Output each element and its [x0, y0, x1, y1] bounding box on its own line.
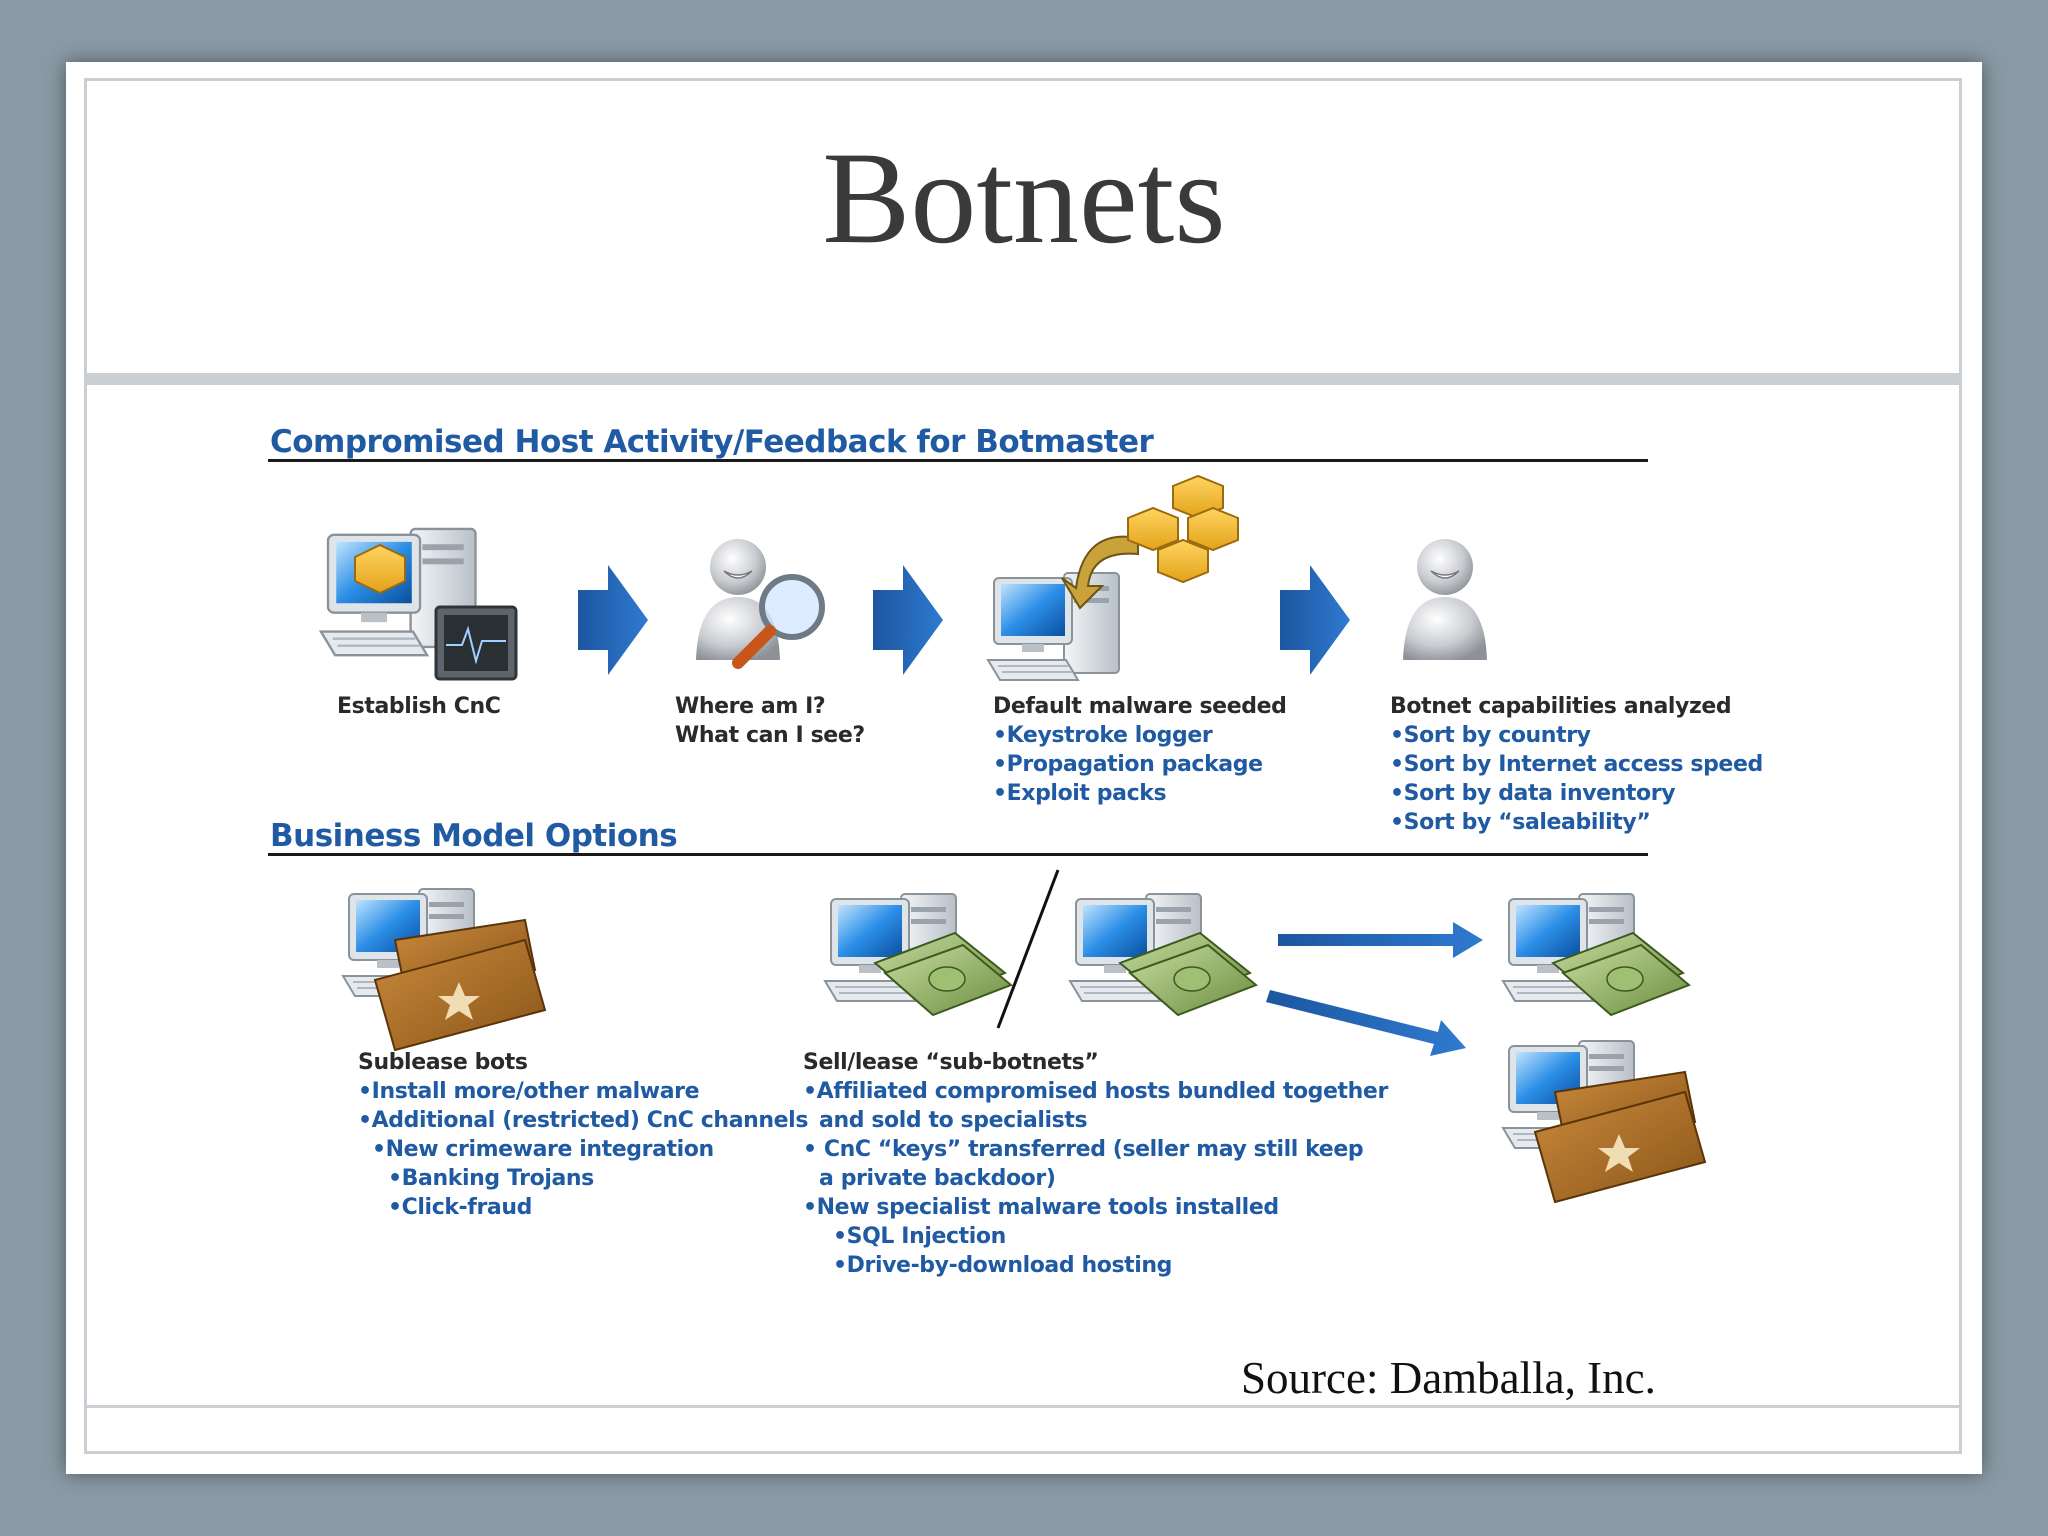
step-default-malware: Default malware seeded •Keystroke logger… — [993, 692, 1287, 808]
option-sub-bullet: •SQL Injection — [833, 1224, 1006, 1249]
step-bullet: •Sort by “saleability” — [1390, 810, 1651, 835]
step-bullet: •Keystroke logger — [993, 723, 1213, 748]
computer-money-icon — [1069, 893, 1257, 1016]
step-bullet: •Sort by country — [1390, 723, 1591, 748]
arrow-right-icon — [578, 565, 648, 675]
section-rule-activity — [268, 459, 1648, 462]
section-heading-activity: Compromised Host Activity/Feedback for B… — [270, 424, 1154, 460]
step-bullet: •Sort by Internet access speed — [1390, 752, 1763, 777]
footer-divider — [84, 1405, 1962, 1408]
computer-money-icon — [1502, 893, 1690, 1016]
option-bullet-cont: a private backdoor) — [819, 1166, 1056, 1191]
source-credit: Source: Damballa, Inc. — [1241, 1353, 1656, 1403]
step-title-line2: What can I see? — [675, 723, 865, 748]
slide: Botnets Source: Damballa, Inc. — [66, 62, 1982, 1474]
option-sub-bullet: •Click-fraud — [388, 1195, 532, 1220]
user-magnifier-icon — [695, 538, 825, 669]
arrow-right-icon — [1280, 565, 1350, 675]
option-bullet: •Additional (restricted) CnC channels — [358, 1108, 809, 1133]
option-bullet: •New specialist malware tools installed — [803, 1195, 1279, 1220]
step-establish-cnc: Establish CnC — [337, 692, 501, 721]
step-title: Botnet capabilities analyzed — [1390, 694, 1732, 719]
section-rule-business — [268, 853, 1648, 856]
step-title: Where am I? — [675, 694, 826, 719]
computer-money-icon — [824, 893, 1012, 1016]
user-icon — [1402, 538, 1488, 661]
option-bullet: •Affiliated compromised hosts bundled to… — [803, 1079, 1388, 1104]
option-title: Sell/lease “sub-botnets” — [803, 1050, 1099, 1075]
section-heading-business: Business Model Options — [270, 818, 678, 854]
computer-ticket-icon — [1502, 1040, 1706, 1203]
option-sub-bullet: •Drive-by-download hosting — [833, 1253, 1173, 1278]
option-title: Sublease bots — [358, 1050, 528, 1075]
arrow-right-icon — [1278, 922, 1483, 958]
computer-monitor-icon — [319, 527, 518, 681]
option-sub-bullet: •Banking Trojans — [388, 1166, 594, 1191]
arrow-down-right-icon — [1266, 990, 1466, 1056]
divider-slash — [996, 869, 1060, 1029]
option-bullet-cont: and sold to specialists — [819, 1108, 1088, 1133]
step-title: Establish CnC — [337, 694, 501, 719]
option-sublease-bots: Sublease bots •Install more/other malwar… — [358, 1048, 808, 1222]
step-bullet: •Sort by data inventory — [1390, 781, 1676, 806]
computer-ticket-icon — [342, 888, 546, 1051]
step-where-am-i: Where am I? What can I see? — [675, 692, 865, 750]
arrow-right-icon — [873, 565, 943, 675]
option-sell-lease: Sell/lease “sub-botnets” •Affiliated com… — [803, 1048, 1388, 1280]
step-title: Default malware seeded — [993, 694, 1287, 719]
title-divider — [84, 373, 1962, 385]
option-bullet: •Install more/other malware — [358, 1079, 700, 1104]
option-bullet: •New crimeware integration — [372, 1137, 714, 1162]
slide-frame — [84, 78, 1962, 1454]
step-capabilities-analyzed: Botnet capabilities analyzed •Sort by co… — [1390, 692, 1763, 837]
computer-package-icon — [987, 474, 1239, 681]
step-bullet: •Exploit packs — [993, 781, 1167, 806]
option-bullet: • CnC “keys” transferred (seller may sti… — [803, 1137, 1364, 1162]
slide-title: Botnets — [822, 124, 1226, 271]
step-bullet: •Propagation package — [993, 752, 1263, 777]
